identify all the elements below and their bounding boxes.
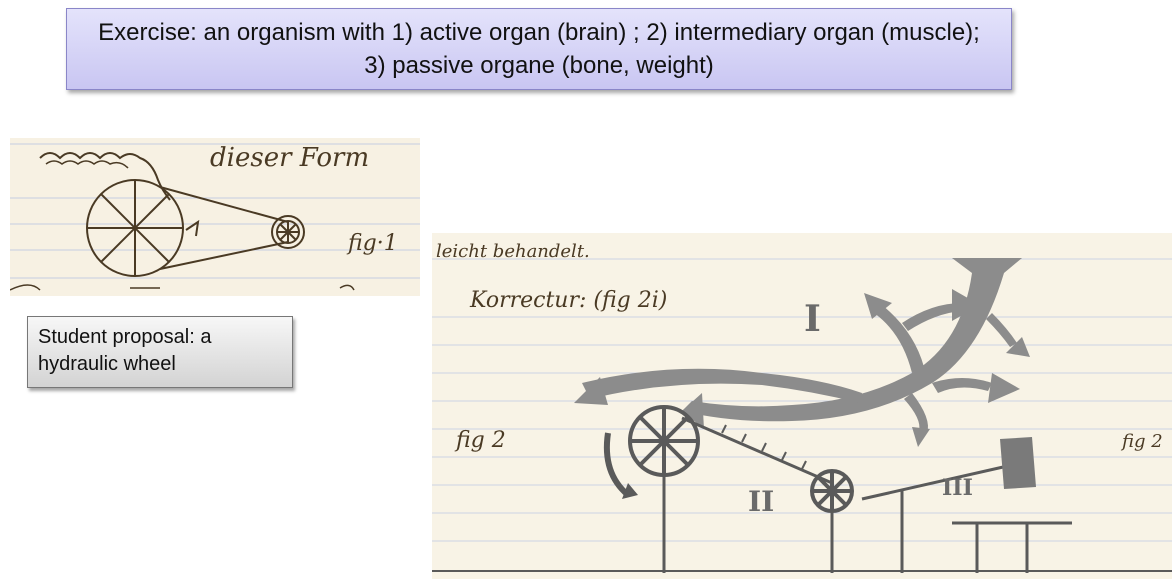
fig2-correction-label: Korrectur: (fig 2i) (469, 288, 667, 313)
slide-title-text: Exercise: an organism with 1) active org… (98, 19, 980, 79)
roman-numeral-2: II (748, 485, 774, 518)
student-proposal-text: Student proposal: a hydraulic wheel (38, 326, 212, 375)
roman-numeral-3: III (942, 475, 973, 501)
weight-block (1000, 437, 1036, 489)
small-gear-wheel (810, 469, 854, 513)
large-gear-wheel (603, 405, 700, 498)
fig2-label-left: fig 2 (454, 428, 506, 453)
fig1-label: fig·1 (346, 231, 398, 256)
fig2-top-note: leicht behandelt. (436, 241, 590, 262)
figure-1-sketch: dieser Form fig·1 (10, 138, 420, 296)
slide-title: Exercise: an organism with 1) active org… (66, 8, 1012, 90)
branching-arrows (574, 258, 1030, 447)
figure-2-sketch: leicht behandelt. Korrectur: (fig 2i) fi… (432, 233, 1172, 579)
student-proposal-callout: Student proposal: a hydraulic wheel (27, 316, 293, 388)
roman-numeral-1: I (804, 298, 821, 340)
fig2-label-right: fig 2 (1120, 431, 1163, 452)
fig1-header: dieser Form (210, 143, 369, 173)
